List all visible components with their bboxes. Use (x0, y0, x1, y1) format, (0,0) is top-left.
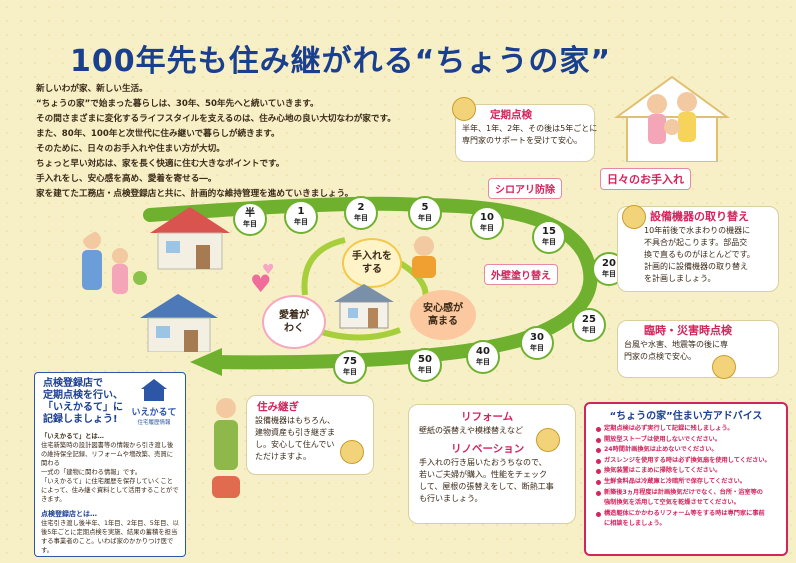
heart-icon: ♥ (262, 262, 275, 278)
advice-item: 開放型ストーブは使用しないでください。 (596, 435, 786, 446)
iekarute-logo: いえかるて 住宅履歴情報 (129, 379, 179, 426)
registry-heading: 点検登録店で 定期点検を行い、 「いえかるて」に 記録しましょう! (43, 378, 123, 425)
family-house-illustration (613, 75, 731, 162)
disaster-text: 門家の点検で安心。 (624, 352, 696, 361)
inheritance-title: 住み継ぎ (257, 401, 299, 413)
house-illustration (334, 284, 394, 329)
inheritance-text: ただけますよ。 (255, 452, 311, 461)
intro-line: また、80年、100年と次世代に住み継いで暮らしが続きます。 (36, 129, 280, 139)
inspection-title: 定期点検 (490, 109, 532, 121)
equipment-title: 設備機器の取り替え (650, 210, 749, 223)
reform-text: 壁紙の張替えや模様替えなど (419, 426, 523, 435)
cycle-arrow (301, 237, 346, 296)
registry-para2: 住宅引き渡し後半年、1年目、2年目、5年目、以 後5年ごとに定期点検を実施、結果… (41, 520, 179, 554)
reform-title: リフォーム (461, 411, 514, 423)
inheritance-text: 建物資産も引き継ぎま (255, 428, 335, 437)
intro-line: 新しいわが家、新しい生活。 (36, 84, 148, 94)
advice-item: 構造躯体にかかわるリフォーム等をする時は専門家に事前 (596, 509, 786, 520)
cycle-love: 愛着がわく (262, 295, 326, 349)
worker-icon (452, 97, 476, 121)
year-marker: 半年目 (233, 202, 267, 236)
heart-icon: ♥ (250, 270, 272, 298)
advice-item: 新築後3ヵ月程度は計画換気だけでなく、台所・浴室等の (596, 488, 786, 499)
advice-item: 24時間計画換気は止めないでください。 (596, 445, 786, 456)
family-walking-illustration (82, 231, 147, 294)
arc-arrowhead (190, 348, 222, 376)
disaster-title: 臨時・災害時点検 (644, 324, 732, 337)
disaster-text: 台風や水害、地震等の後に専 (624, 340, 728, 349)
equipment-text: 10年前後で水まわりの機器に (644, 226, 751, 235)
worker-icon (536, 428, 560, 452)
intro-line: そのために、日々のお手入れや住まい方が大切。 (36, 144, 225, 154)
worker-illustration (412, 236, 436, 278)
advice-item: 生鮮食料品は冷蔵庫と冷暗所で保存してください。 (596, 477, 786, 488)
worker-icon (712, 355, 736, 379)
cycle-arrow (314, 327, 402, 341)
registry-para1: 「いえかるて」とは… 住宅新築時の設計図書等の情報から引き渡し後 の維持保全記録… (41, 433, 179, 503)
registry-box: 点検登録店で 定期点検を行い、 「いえかるて」に 記録しましょう! いえかるて … (34, 372, 186, 557)
advice-item: ガスレンジを使用する時は必ず換気扇を使用してください。 (596, 456, 786, 467)
inheritance-text: し。安心して住んでい (255, 440, 335, 449)
renovation-text: 若いご夫婦が購入。性能をチェック (419, 470, 547, 479)
equipment-text: 不具合が起こります。部品交 (644, 238, 748, 247)
worker-icon (340, 440, 364, 464)
inspection-text: 専門家のサポートを受けて安心。 (462, 136, 582, 145)
equipment-text: を計画しましょう。 (644, 274, 716, 283)
grandparents-illustration (212, 398, 240, 498)
registry-subheading: 点検登録店とは… (41, 510, 97, 518)
house-illustration (150, 207, 230, 270)
renovation-text: 手入れの行き届いたおうちなので、 (419, 458, 547, 467)
intro-line: ちょっと早い対応は、家を長く快適に住む大きなポイントです。 (36, 159, 285, 169)
renovation-text: も行いましょう。 (419, 494, 483, 503)
advice-item: 定期点検は必ず実行して記録に残しましょう。 (596, 424, 786, 435)
renovation-text: して、屋根の張替えをして、断熱工事 (419, 482, 554, 491)
page-title: 100年先も住み継がれる“ちょうの家” (70, 44, 612, 79)
advice-title: “ちょうの家”住まい方アドバイス (609, 411, 763, 422)
advice-item-cont: 強制換気を活用して空気を乾燥させてください。 (604, 499, 740, 507)
equipment-text: 計画的に設備機器の取り替え (644, 262, 748, 271)
equipment-text: 換で直るものがほとんどです。 (644, 250, 755, 259)
advice-item-cont: に相談をしましょう。 (604, 520, 666, 528)
disaster-card: 臨時・災害時点検 台風や水害、地震等の後に専 門家の点検で安心。 (617, 320, 779, 378)
house-logo-icon (141, 379, 167, 401)
advice-box: “ちょうの家”住まい方アドバイス 定期点検は必ず実行して記録に残しましょう。 開… (584, 402, 788, 556)
renovation-title: リノベーション (451, 443, 525, 455)
advice-list: 定期点検は必ず実行して記録に残しましょう。 開放型ストーブは使用しないでください… (586, 424, 786, 530)
label-termite: シロアリ防除 (488, 178, 562, 199)
cycle-care: 手入れをする (342, 238, 402, 288)
advice-item: 換気装置はこまめに掃除をしてください。 (596, 466, 786, 477)
intro-line: その間さまざまに変化するライフスタイルを支えるのは、住み心地の良い大切なわが家で… (36, 114, 396, 124)
cycle-safe: 安心感が高まる (410, 290, 476, 340)
inheritance-text: 設備機器はもちろん、 (255, 416, 335, 425)
intro-line: 家を建てた工務店・点検登録店と共に、計画的な維持管理を進めていきましょう。 (36, 189, 354, 199)
intro-line: “ちょうの家”で始まった暮らしは、30年、50年先へと続いていきます。 (36, 99, 319, 109)
house-illustration (140, 294, 218, 352)
label-daily-care: 日々のお手入れ (600, 168, 691, 190)
intro-text: 新しいわが家、新しい生活。 “ちょうの家”で始まった暮らしは、30年、50年先へ… (36, 82, 436, 202)
inspection-card: 定期点検 半年、1年、2年、その後は5年ごとに 専門家のサポートを受けて安心。 (455, 104, 598, 162)
worker-icon (622, 205, 646, 229)
inspection-text: 半年、1年、2年、その後は5年ごとに (462, 124, 598, 133)
label-exterior: 外壁塗り替え (484, 264, 558, 285)
reform-card: リフォーム 壁紙の張替えや模様替えなど リノベーション 手入れの行き届いたおうち… (408, 404, 576, 524)
intro-line: 手入れをし、安心感を高め、愛着を寄せる―。 (36, 174, 217, 184)
